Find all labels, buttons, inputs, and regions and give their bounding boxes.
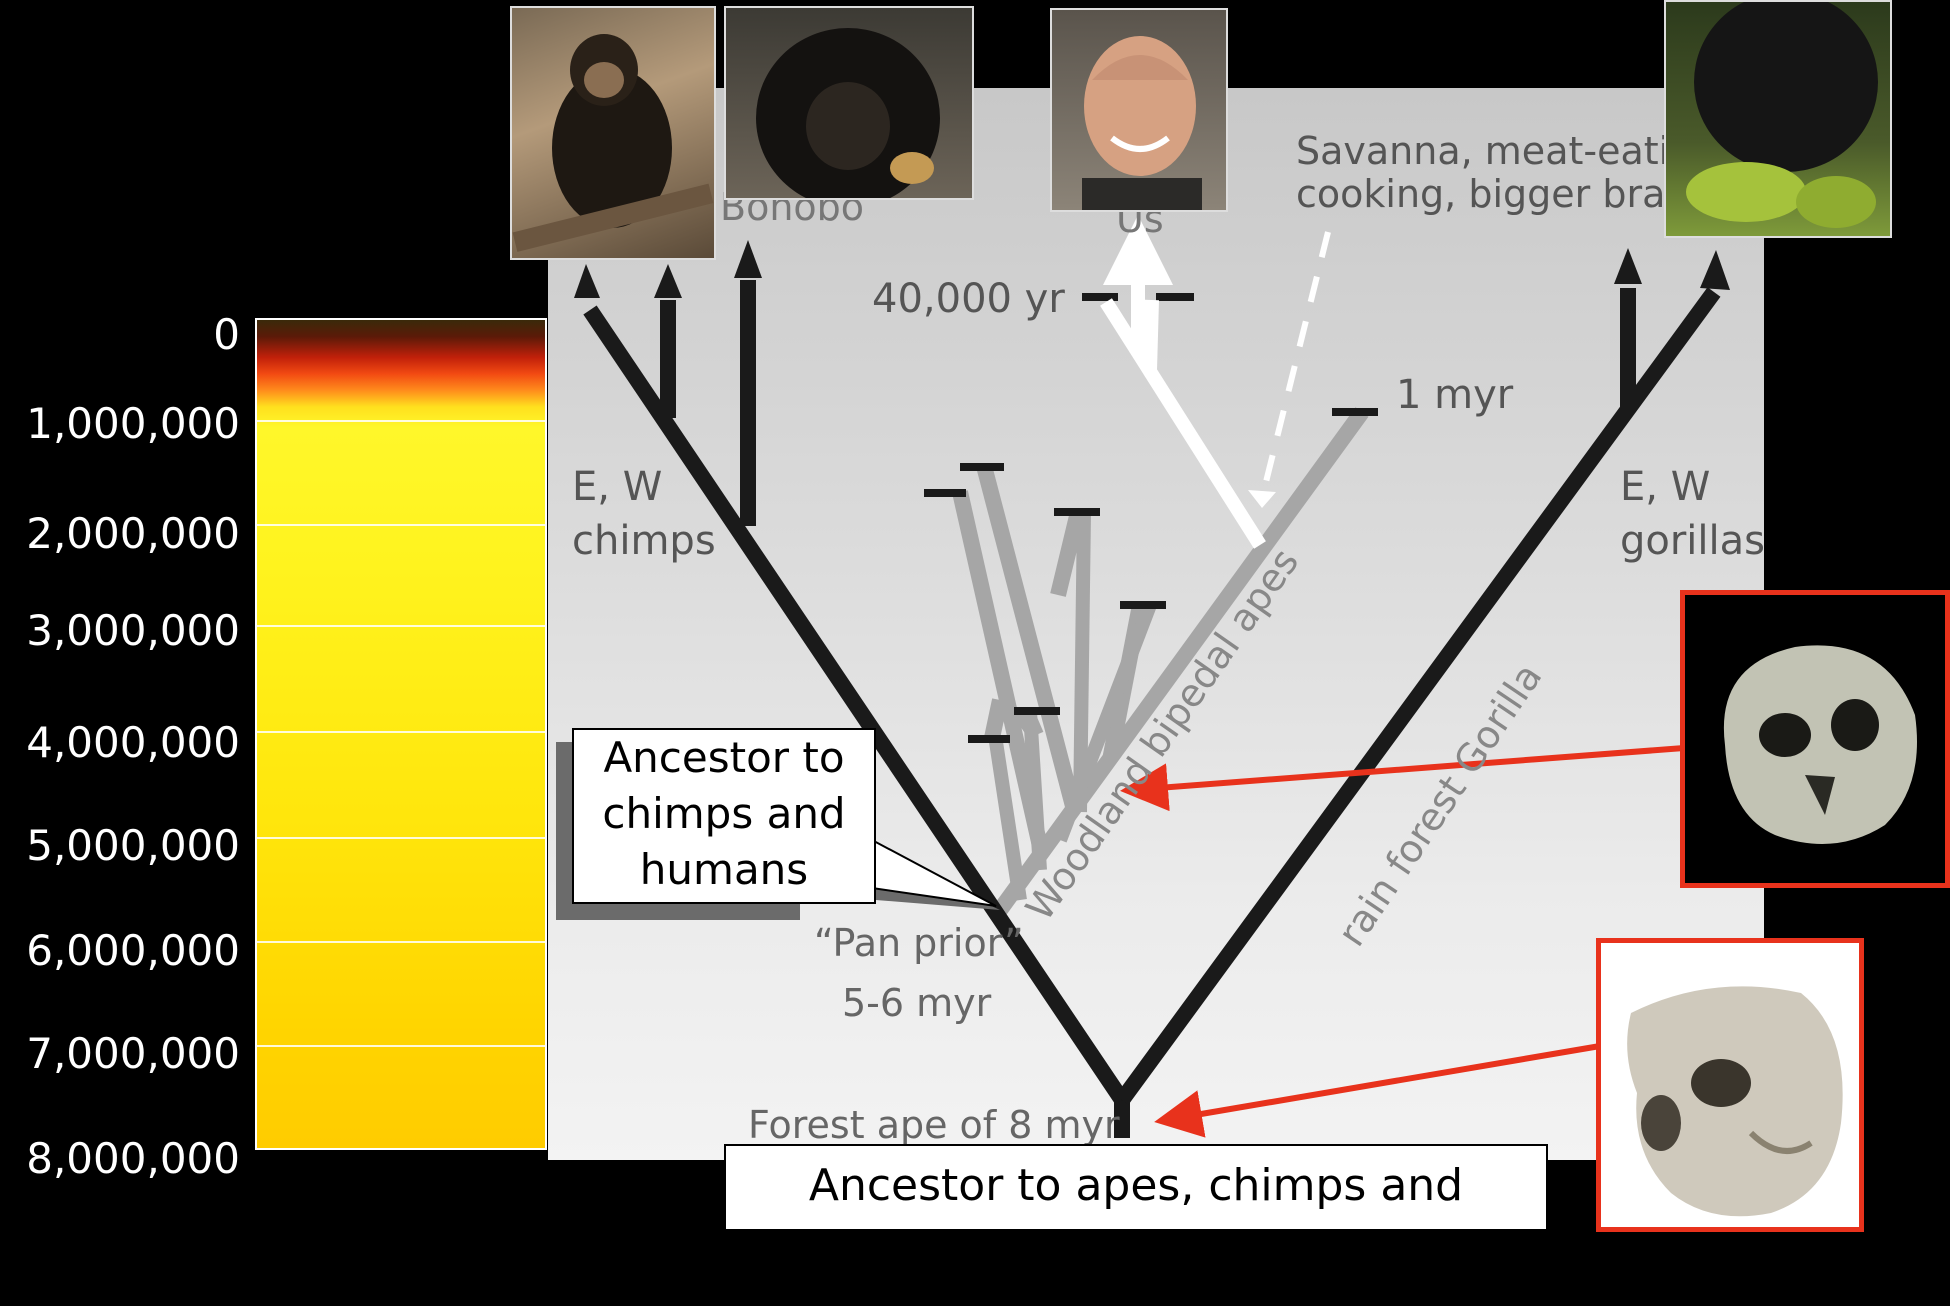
callout-pointer	[0, 0, 1950, 1227]
callout-ancestor-chimps-humans: Ancestor to chimps and humans	[572, 728, 876, 904]
callout-ancestor-apes-chimps-humans: Ancestor to apes, chimps and humans	[724, 1144, 1548, 1229]
